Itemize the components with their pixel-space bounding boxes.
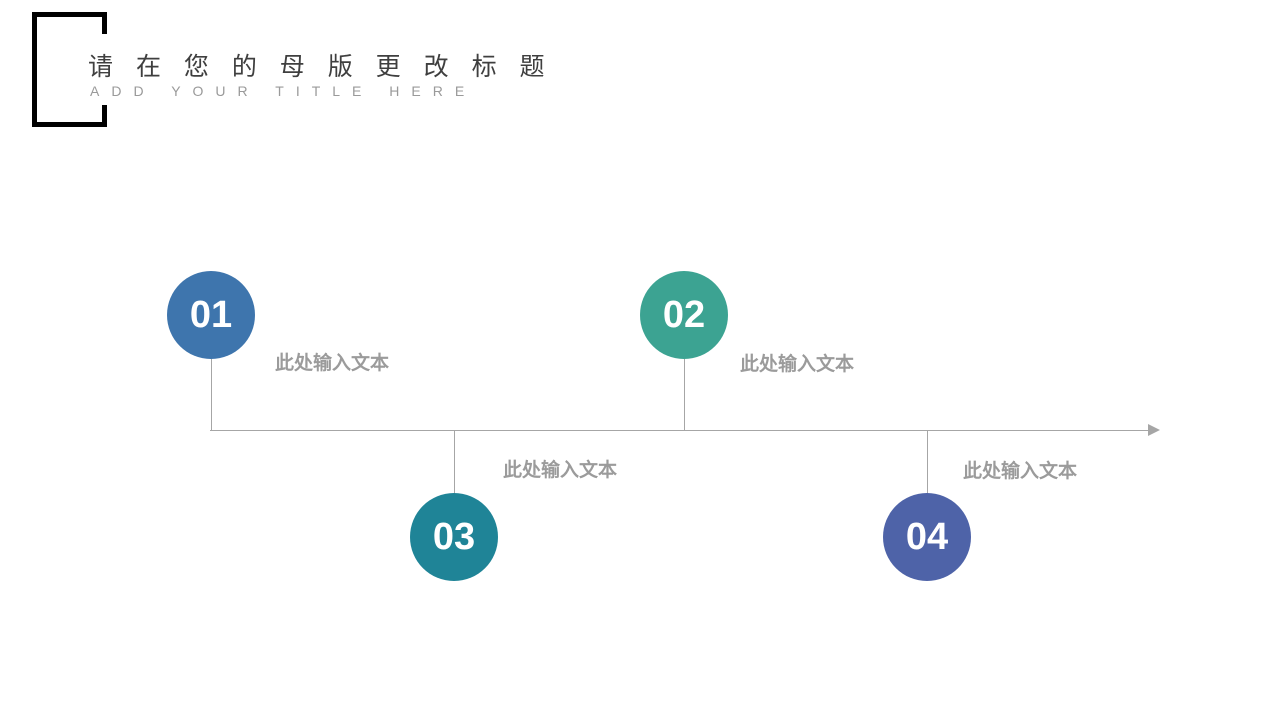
timeline-node-02-label: 此处输入文本 — [740, 354, 855, 375]
timeline-node-01-number: 01 — [189, 293, 233, 336]
page-title: 请 在 您 的 母 版 更 改 标 题 — [88, 53, 553, 81]
bracket-top-right-stub — [102, 12, 107, 34]
connector-node-02 — [684, 359, 685, 430]
timeline-node-04-label: 此处输入文本 — [963, 461, 1078, 482]
timeline-node-02[interactable]: 02 — [640, 271, 728, 359]
bracket-left-edge — [32, 12, 37, 127]
bracket-decoration-icon — [32, 12, 107, 127]
bracket-bottom-right-stub — [102, 105, 107, 127]
page-subtitle: ADD YOUR TITLE HERE — [90, 83, 477, 99]
timeline-node-04[interactable]: 04 — [883, 493, 971, 581]
timeline-node-03[interactable]: 03 — [410, 493, 498, 581]
timeline-node-04-number: 04 — [905, 515, 949, 558]
timeline-node-01-label: 此处输入文本 — [275, 353, 390, 374]
slide-header: 请 在 您 的 母 版 更 改 标 题 ADD YOUR TITLE HERE — [0, 0, 545, 140]
bracket-bottom-edge — [32, 122, 107, 127]
connector-node-01 — [211, 359, 212, 430]
connector-node-03 — [454, 430, 455, 496]
timeline-node-03-number: 03 — [432, 515, 476, 558]
timeline-axis — [210, 430, 1158, 431]
connector-node-04 — [927, 430, 928, 496]
timeline-node-02-number: 02 — [662, 293, 706, 336]
timeline-node-01[interactable]: 01 — [167, 271, 255, 359]
timeline-node-03-label: 此处输入文本 — [503, 460, 618, 481]
bracket-top-edge — [32, 12, 107, 17]
arrow-right-icon — [1148, 424, 1160, 436]
